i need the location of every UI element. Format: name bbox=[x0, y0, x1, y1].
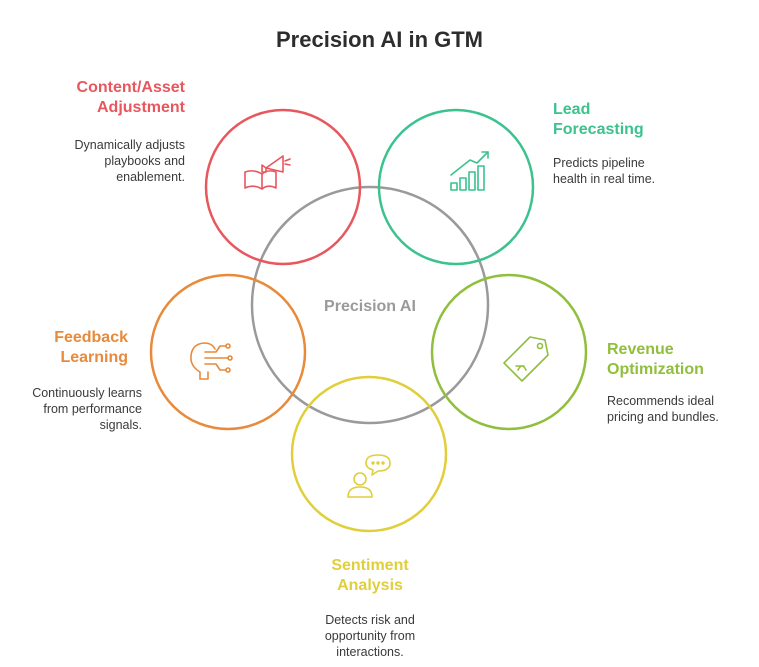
feedback-heading-line: Feedback bbox=[54, 329, 128, 346]
feedback-desc-line: Continuously learns bbox=[32, 386, 142, 400]
center-label: Precision AI bbox=[324, 298, 416, 315]
feedback-desc-line: signals. bbox=[99, 418, 142, 432]
sentiment-heading-line: Analysis bbox=[337, 577, 403, 594]
bar-chart-growth-icon bbox=[450, 151, 489, 191]
diagram-title: Precision AI in GTM bbox=[276, 27, 483, 52]
lead-description: Predicts pipeline health in real time. bbox=[553, 155, 733, 187]
revenue-heading-line: Optimization bbox=[607, 361, 704, 378]
content-heading-line: Adjustment bbox=[97, 99, 185, 116]
lead-heading-line: Forecasting bbox=[553, 121, 644, 138]
content-desc-line: enablement. bbox=[116, 170, 185, 184]
revenue-description: Recommends ideal pricing and bundles. bbox=[607, 393, 752, 425]
revenue-heading: Revenue Optimization bbox=[607, 340, 752, 380]
sentiment-circle bbox=[290, 375, 448, 533]
price-tag-icon bbox=[503, 336, 549, 382]
content-heading: Content/Asset Adjustment bbox=[20, 78, 185, 118]
content-heading-line: Content/Asset bbox=[76, 79, 185, 96]
content-desc-line: Dynamically adjusts bbox=[74, 138, 185, 152]
revenue-desc-line: pricing and bundles. bbox=[607, 410, 719, 424]
revenue-heading-line: Revenue bbox=[607, 341, 674, 358]
revenue-desc-line: Recommends ideal bbox=[607, 394, 714, 408]
feedback-heading: Feedback Learning bbox=[0, 328, 128, 368]
sentiment-desc-line: opportunity from bbox=[324, 629, 416, 643]
lead-heading: Lead Forecasting bbox=[553, 100, 733, 140]
feedback-heading-line: Learning bbox=[60, 349, 128, 366]
sentiment-desc-line: interactions. bbox=[336, 645, 404, 659]
person-speech-icon bbox=[347, 454, 391, 498]
lead-desc-line: health in real time. bbox=[553, 172, 656, 186]
lead-heading-line: Lead bbox=[553, 101, 591, 118]
sentiment-description: Detects risk and opportunity from intera… bbox=[280, 612, 460, 660]
lead-circle bbox=[377, 108, 535, 266]
content-description: Dynamically adjusts playbooks and enable… bbox=[20, 137, 185, 185]
content-desc-line: playbooks and bbox=[104, 154, 185, 168]
content-circle bbox=[204, 108, 362, 266]
revenue-circle bbox=[430, 273, 588, 431]
lead-desc-line: Predicts pipeline bbox=[553, 156, 645, 170]
sentiment-heading-line: Sentiment bbox=[331, 557, 409, 574]
head-circuit-icon bbox=[190, 342, 233, 380]
book-megaphone-icon bbox=[244, 155, 291, 190]
center-circle bbox=[250, 185, 490, 425]
feedback-desc-line: from performance bbox=[43, 402, 142, 416]
sentiment-heading: Sentiment Analysis bbox=[280, 556, 460, 596]
feedback-circle bbox=[149, 273, 307, 431]
sentiment-desc-line: Detects risk and bbox=[325, 613, 415, 627]
feedback-description: Continuously learns from performance sig… bbox=[0, 385, 142, 433]
